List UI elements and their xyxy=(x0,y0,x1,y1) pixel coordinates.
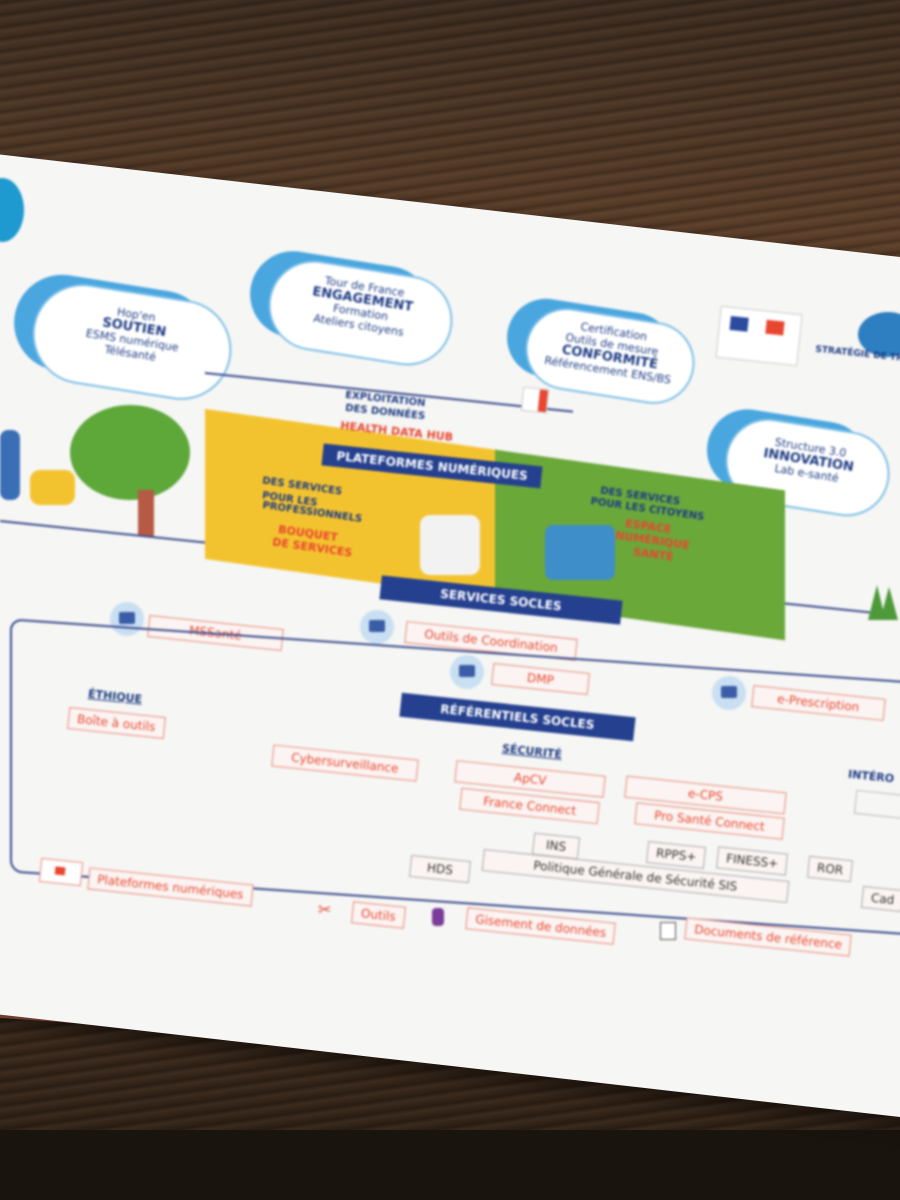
tools-legend-icon: ✂ xyxy=(318,900,332,919)
tree-trunk xyxy=(138,490,154,536)
coordination-icon xyxy=(360,610,394,644)
document-legend-icon xyxy=(660,922,676,940)
flag-legend-icon xyxy=(38,857,84,887)
french-flag-icon xyxy=(520,386,550,414)
republique-francaise-logo xyxy=(715,305,803,367)
family-illustration xyxy=(0,430,20,500)
cloud-engagement: Tour de France ENGAGEMENT Formation Atel… xyxy=(262,254,459,372)
citizen-illustration xyxy=(545,525,615,580)
dmp-icon xyxy=(450,655,484,689)
legend-outils: Outils xyxy=(350,901,406,929)
ror-badge: ROR xyxy=(806,855,854,883)
eprescription-icon xyxy=(712,676,746,710)
database-legend-icon xyxy=(432,908,444,926)
doctor-illustration xyxy=(420,515,480,575)
logo-circle xyxy=(0,178,24,242)
cad-badge: Cad xyxy=(860,885,900,913)
plant-illustration xyxy=(868,585,898,620)
stroller-illustration xyxy=(30,470,75,505)
dark-floor xyxy=(0,1130,900,1200)
lock-icon xyxy=(110,602,144,636)
strategy-logo-circle xyxy=(858,312,900,357)
tree-illustration xyxy=(70,405,190,500)
